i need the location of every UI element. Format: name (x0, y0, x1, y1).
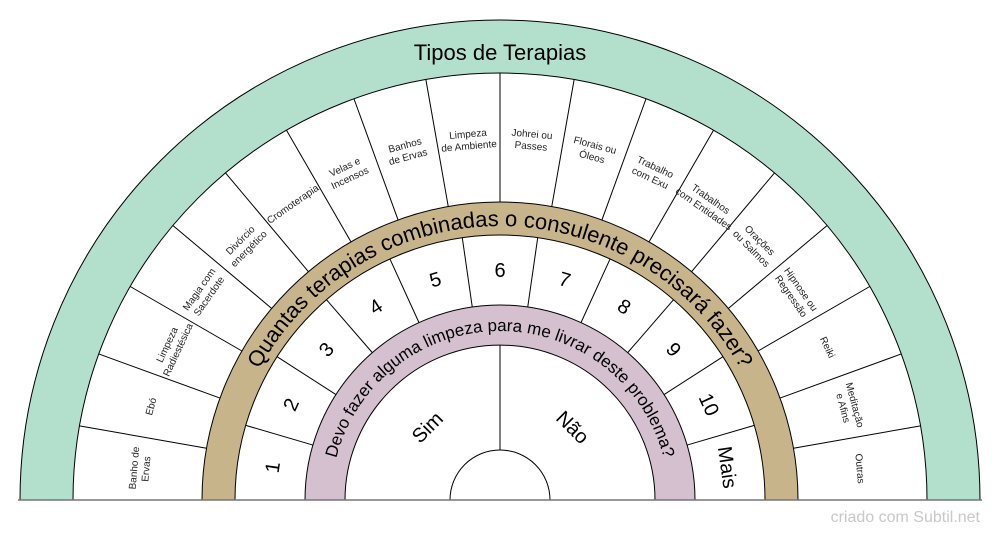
therapy-divider (793, 425, 921, 449)
number-divider (326, 299, 373, 353)
chart-title: Tipos de Terapias (414, 40, 586, 65)
number-divider (276, 356, 337, 395)
therapy-divider (727, 225, 828, 309)
therapy-divider (172, 225, 273, 309)
therapy-divider (225, 172, 309, 273)
therapy-label: Ervas (140, 456, 153, 482)
therapy-divider (648, 129, 714, 243)
number-divider (461, 237, 473, 308)
therapy-divider (353, 98, 399, 221)
therapy-divider (779, 353, 902, 399)
therapy-divider (551, 79, 575, 207)
therapy-segment[interactable]: Outras (852, 453, 866, 484)
number-divider (663, 356, 724, 395)
center-hole (449, 449, 551, 501)
number-divider (527, 237, 539, 308)
therapy-label: Passes (514, 140, 548, 154)
therapy-label: de Ambiente (441, 139, 498, 155)
therapy-label: Johrei ou (511, 128, 553, 143)
therapy-divider (757, 286, 871, 352)
therapy-divider (286, 129, 352, 243)
therapy-divider (129, 286, 243, 352)
therapy-label: Outras (852, 453, 866, 484)
number-divider (686, 424, 755, 446)
number-divider (245, 424, 314, 446)
therapy-label: Ebó (144, 396, 159, 416)
therapy-segment[interactable]: Ebó (144, 396, 159, 416)
therapy-divider (601, 98, 647, 221)
number-divider (627, 299, 674, 353)
therapy-divider (98, 353, 221, 399)
number-segment[interactable]: 1 (262, 460, 285, 474)
footer-credit: criado com Subtil.net (830, 509, 980, 526)
therapy-divider (691, 172, 775, 273)
number-segment[interactable]: 6 (494, 260, 505, 282)
therapy-divider (425, 79, 449, 207)
number-divider (389, 258, 420, 323)
therapy-label: Limpeza (449, 128, 488, 142)
therapy-label: Banho de (128, 446, 143, 490)
therapy-divider (79, 425, 207, 449)
number-divider (580, 258, 611, 323)
